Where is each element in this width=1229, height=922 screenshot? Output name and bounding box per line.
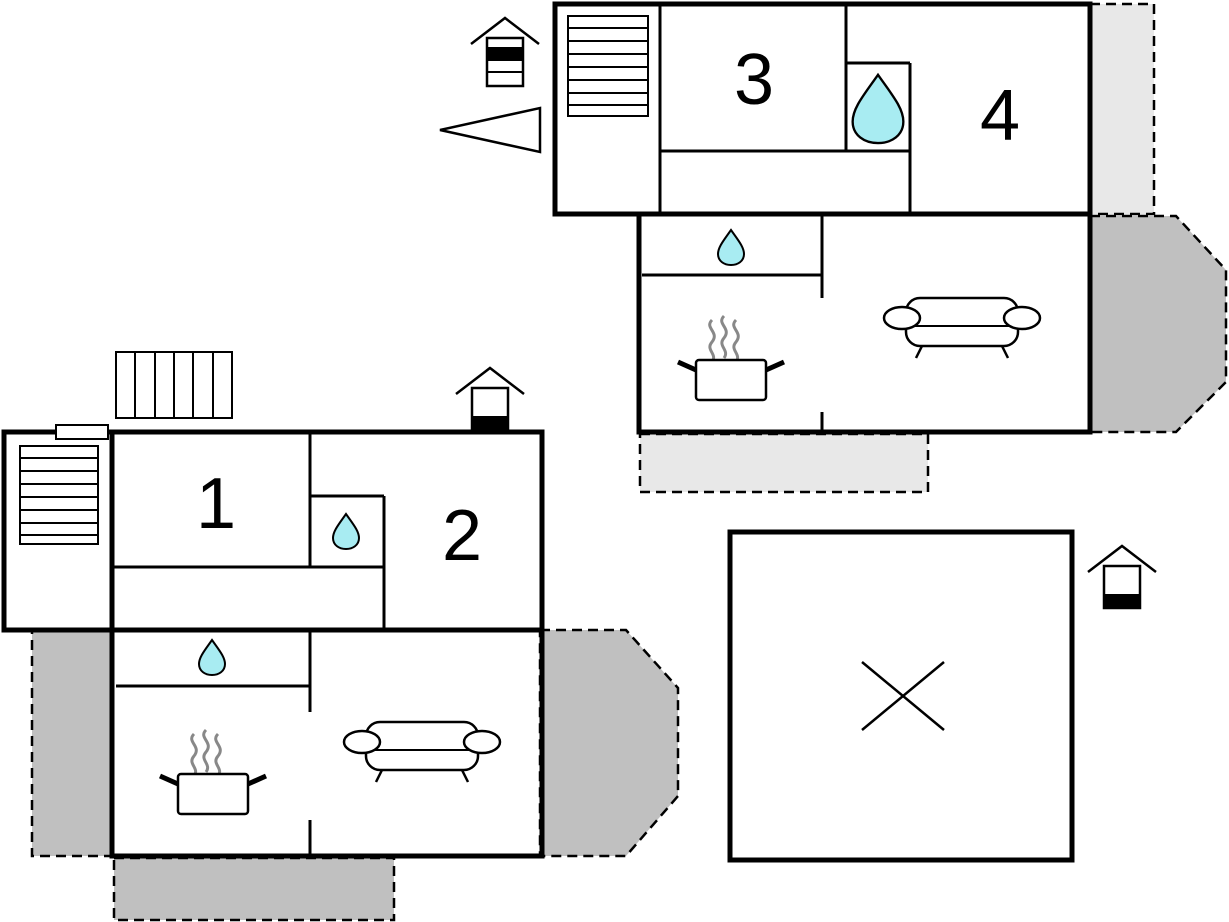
- bathroom-drop-icon: [332, 513, 360, 550]
- kitchen-pot-icon: [160, 730, 266, 814]
- outbuilding: [727, 529, 1158, 863]
- entrance-house-icon: [469, 16, 541, 88]
- bathroom-drop-icon: [851, 72, 905, 145]
- living-area-wall: [109, 627, 545, 859]
- stairs-icon: [567, 15, 649, 117]
- room-number-2: 2: [442, 496, 482, 576]
- terrace-top-right: [1088, 2, 1156, 216]
- upper-unit: 3 4: [439, 1, 1228, 494]
- void-cross-icon: [861, 661, 945, 731]
- bathroom-drop-icon: [717, 229, 745, 266]
- room-number-3: 3: [734, 40, 774, 120]
- terrace-right: [1088, 214, 1228, 434]
- sofa-icon: [882, 296, 1042, 360]
- stairs-icon: [19, 445, 99, 545]
- room-number-1: 1: [196, 464, 236, 544]
- entrance-house-icon: [454, 366, 526, 432]
- terrace-bottom: [638, 432, 930, 494]
- entrance-house-icon: [1086, 544, 1158, 610]
- terrace-bottom: [112, 856, 396, 922]
- room-number-4: 4: [980, 76, 1020, 156]
- terrace-left: [30, 628, 114, 858]
- sofa-icon: [342, 720, 502, 784]
- window: [55, 424, 109, 440]
- lower-unit: 1 2: [1, 351, 680, 922]
- bathroom-drop-icon: [198, 639, 226, 676]
- outdoor-steps-icon: [115, 351, 233, 419]
- lower-floor-wall: [636, 211, 1093, 435]
- kitchen-pot-icon: [678, 316, 784, 400]
- outbuilding-wall: [727, 529, 1075, 863]
- direction-arrow-icon: [439, 106, 542, 154]
- terrace-right: [538, 628, 680, 858]
